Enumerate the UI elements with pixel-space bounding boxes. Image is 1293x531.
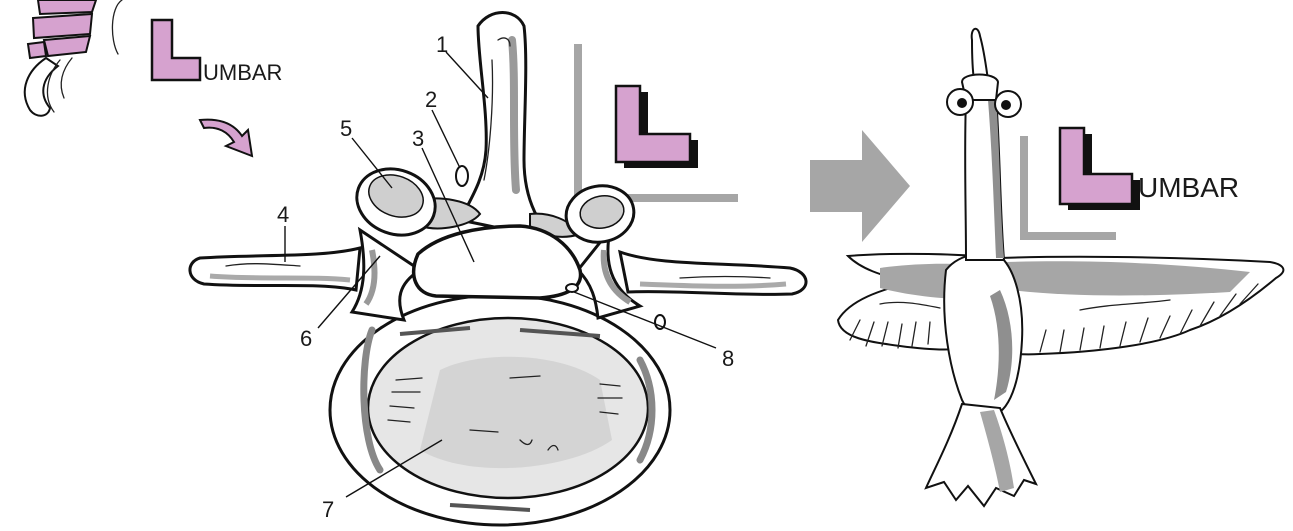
letter-l-icon [1060, 128, 1140, 210]
callout-5: 5 [340, 116, 352, 141]
spine-icon [25, 0, 122, 116]
callout-6: 6 [300, 326, 312, 351]
callout-2: 2 [425, 87, 437, 112]
callout-4: 4 [277, 202, 289, 227]
block-arrow-icon [810, 130, 910, 242]
letter-l-icon [616, 86, 698, 168]
vertebra-illustration [190, 13, 806, 526]
letter-l-icon [152, 20, 200, 80]
bird-cartoon [838, 29, 1283, 506]
callout-8: 8 [722, 346, 734, 371]
curved-arrow-icon [200, 120, 252, 156]
umbar-label-small: UMBAR [203, 60, 282, 85]
umbar-label-large: UMBAR [1138, 172, 1239, 203]
callout-7: 7 [322, 497, 334, 522]
callout-3: 3 [412, 126, 424, 151]
callout-1: 1 [436, 32, 448, 57]
